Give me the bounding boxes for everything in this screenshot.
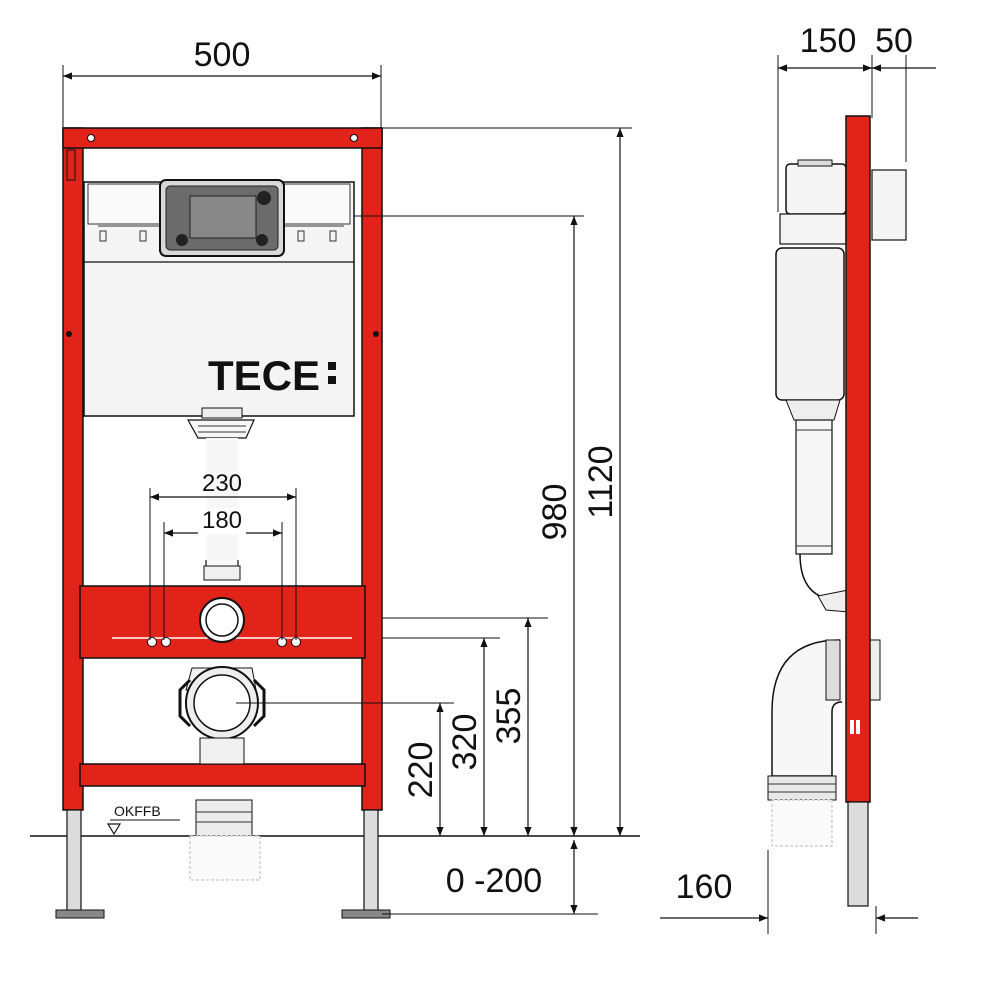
width-dimension: 500 [62,36,382,128]
side-drain [767,639,881,847]
height-1120-label: 1120 [582,445,620,518]
depth-160-label: 160 [676,868,733,906]
height-220-label: 220 [402,742,440,799]
height-dimensions: 1120 980 355 320 220 0 -200 [402,128,624,914]
floor-marker: OKFFB [106,803,180,836]
width-label: 500 [194,36,251,74]
height-980-label: 980 [536,484,574,541]
floor-label: OKFFB [114,803,161,819]
height-320-label: 320 [446,714,484,771]
adjust-range-label: 0 -200 [446,862,542,900]
frame-feet [55,809,391,919]
height-355-label: 355 [490,688,528,745]
flush-pipe [147,438,301,647]
brand-logo: TECE [208,352,320,399]
spacing-180-label: 180 [202,507,242,534]
installation-frame [62,127,383,811]
depth-50-label: 50 [875,22,913,60]
side-tank [775,159,907,613]
spacing-230-label: 230 [202,470,242,497]
depth-dimensions-top: 150 50 [777,22,936,212]
side-view: 150 50 [660,22,936,934]
height-extension-lines [236,127,632,915]
depth-150-label: 150 [800,22,857,60]
depth-dimension-bottom: 160 [660,850,918,934]
drain-pipe [178,666,266,881]
spacing-dimensions: 230 180 [149,470,297,640]
cistern-tank: TECE [83,179,355,439]
side-frame [845,115,871,907]
front-view: 500 TECE [30,36,640,919]
